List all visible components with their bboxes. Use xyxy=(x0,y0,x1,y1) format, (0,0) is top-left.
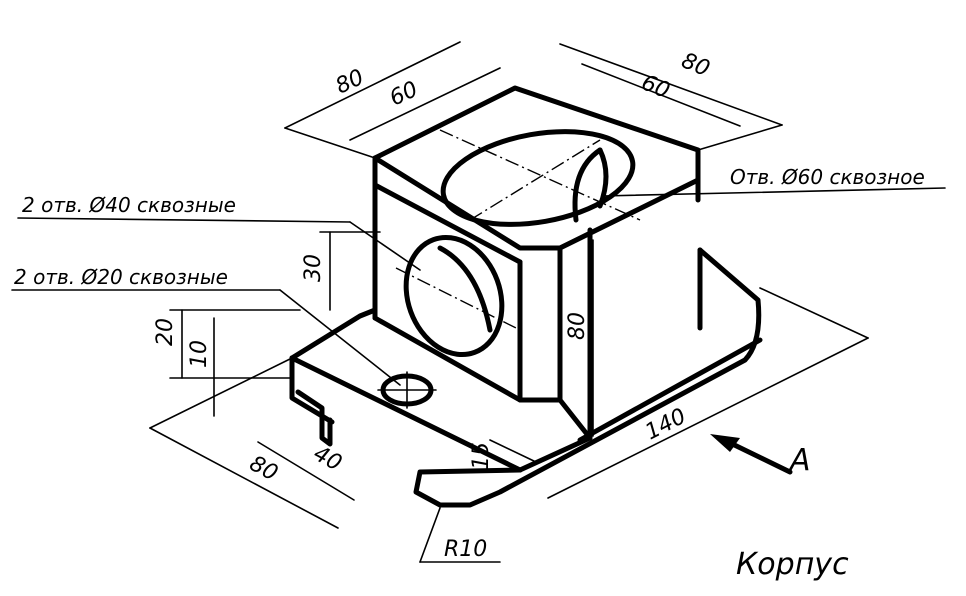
dim-base-40: 40 xyxy=(309,441,345,476)
note-holes-40: 2 отв. Ø40 сквозные xyxy=(22,193,236,217)
base-plate xyxy=(289,247,763,508)
dim-top-left-80: 80 xyxy=(332,65,368,99)
dim-top-left-60: 60 xyxy=(386,77,422,111)
hole-20 xyxy=(377,371,437,409)
hole-40-front xyxy=(395,234,521,358)
leader-lines xyxy=(11,187,946,563)
dim-top-right-80: 80 xyxy=(678,48,713,82)
note-hole-60: Отв. Ø60 сквозное xyxy=(730,165,925,189)
dim-height-30: 30 xyxy=(301,254,326,282)
dim-base-20: 20 xyxy=(153,318,178,346)
notes: Отв. Ø60 сквозное 2 отв. Ø40 сквозные 2 … xyxy=(14,165,925,582)
note-holes-20: 2 отв. Ø20 сквозные xyxy=(14,265,228,289)
upper-block xyxy=(372,85,701,441)
dim-radius: R10 xyxy=(444,537,487,562)
dim-base-15: 15 xyxy=(469,442,494,470)
hole-60 xyxy=(439,129,641,227)
view-label: A xyxy=(788,443,811,478)
dim-base-10: 10 xyxy=(187,340,212,368)
drawing-title: Корпус xyxy=(736,547,849,582)
dimension-lines xyxy=(149,41,869,529)
view-arrow-head xyxy=(710,434,740,452)
dim-top-right-60: 60 xyxy=(638,70,673,104)
dim-height-80: 80 xyxy=(565,312,590,340)
